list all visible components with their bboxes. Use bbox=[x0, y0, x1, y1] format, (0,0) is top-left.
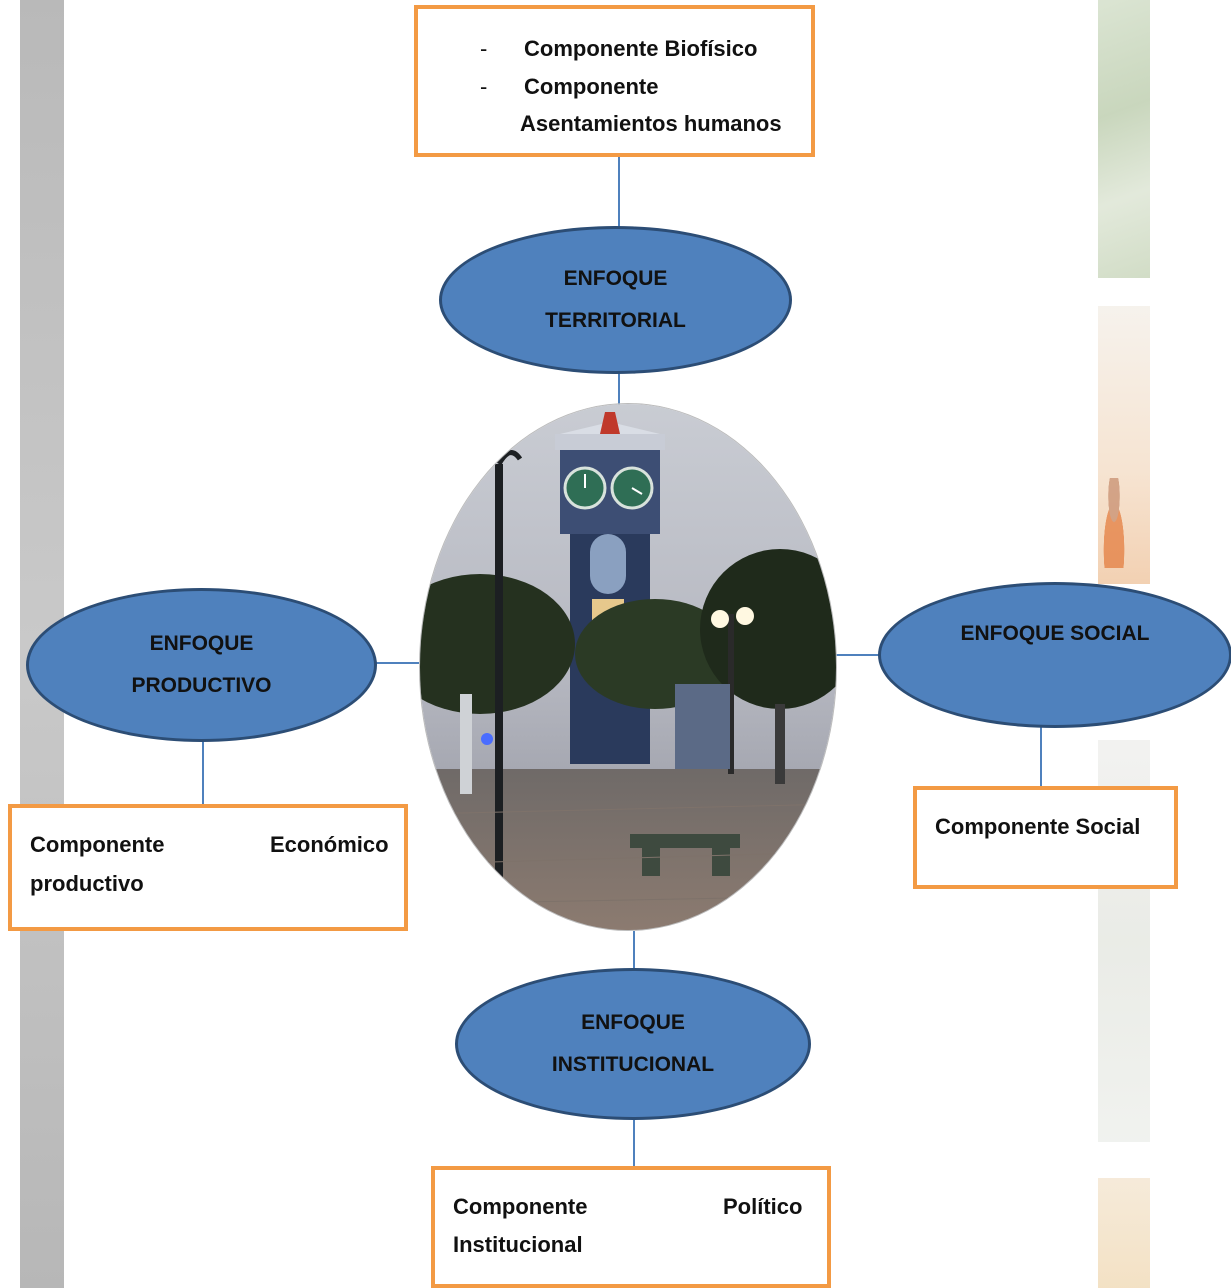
node-label-line2: PRODUCTIVO bbox=[131, 674, 272, 697]
box-word-componente: Componente bbox=[30, 832, 165, 857]
box-label-componente-social: Componente Social bbox=[935, 814, 1141, 839]
box-word-componente: Componente bbox=[453, 1194, 588, 1219]
right-person-photo-fragment bbox=[1098, 478, 1130, 568]
node-enfoque-institucional: ENFOQUE INSTITUCIONAL bbox=[455, 968, 811, 1120]
node-enfoque-productivo: ENFOQUE PRODUCTIVO bbox=[26, 588, 377, 742]
top-components-box: - Componente Biofísico - Componente Asen… bbox=[414, 5, 815, 157]
node-label-line1: ENFOQUE bbox=[581, 1011, 685, 1034]
box-word-economico: Económico bbox=[270, 832, 389, 857]
componente-economico-productivo-box: Componente Económico productivo bbox=[8, 804, 408, 931]
right-foliage-photo-strip bbox=[1098, 0, 1150, 278]
asentamientos-humanos-label: Asentamientos humanos bbox=[520, 111, 782, 136]
node-label-line2: TERRITORIAL bbox=[545, 309, 686, 332]
componente-politico-institucional-box: Componente Político Institucional bbox=[431, 1166, 831, 1288]
componente-social-box: Componente Social bbox=[913, 786, 1178, 889]
node-label-line2: INSTITUCIONAL bbox=[551, 1053, 715, 1076]
dash-bullet: - bbox=[480, 74, 488, 99]
node-enfoque-territorial: ENFOQUE TERRITORIAL bbox=[439, 226, 792, 374]
component-label: Componente bbox=[524, 74, 659, 99]
node-enfoque-social: ENFOQUE SOCIAL bbox=[878, 582, 1231, 728]
node-label-line1: ENFOQUE bbox=[149, 632, 254, 655]
box-line-institucional: Institucional bbox=[453, 1232, 583, 1257]
dash-bullet: - bbox=[480, 36, 488, 61]
component-biofisico-label: Componente Biofísico bbox=[524, 36, 758, 61]
node-label: ENFOQUE SOCIAL bbox=[960, 622, 1150, 645]
box-word-politico: Político bbox=[723, 1194, 803, 1219]
clock-tower-plaza-photo bbox=[419, 403, 837, 931]
box-line-productivo: productivo bbox=[30, 871, 144, 896]
node-label-line1: ENFOQUE bbox=[563, 267, 668, 290]
right-bottom-photo-strip bbox=[1098, 1178, 1150, 1288]
